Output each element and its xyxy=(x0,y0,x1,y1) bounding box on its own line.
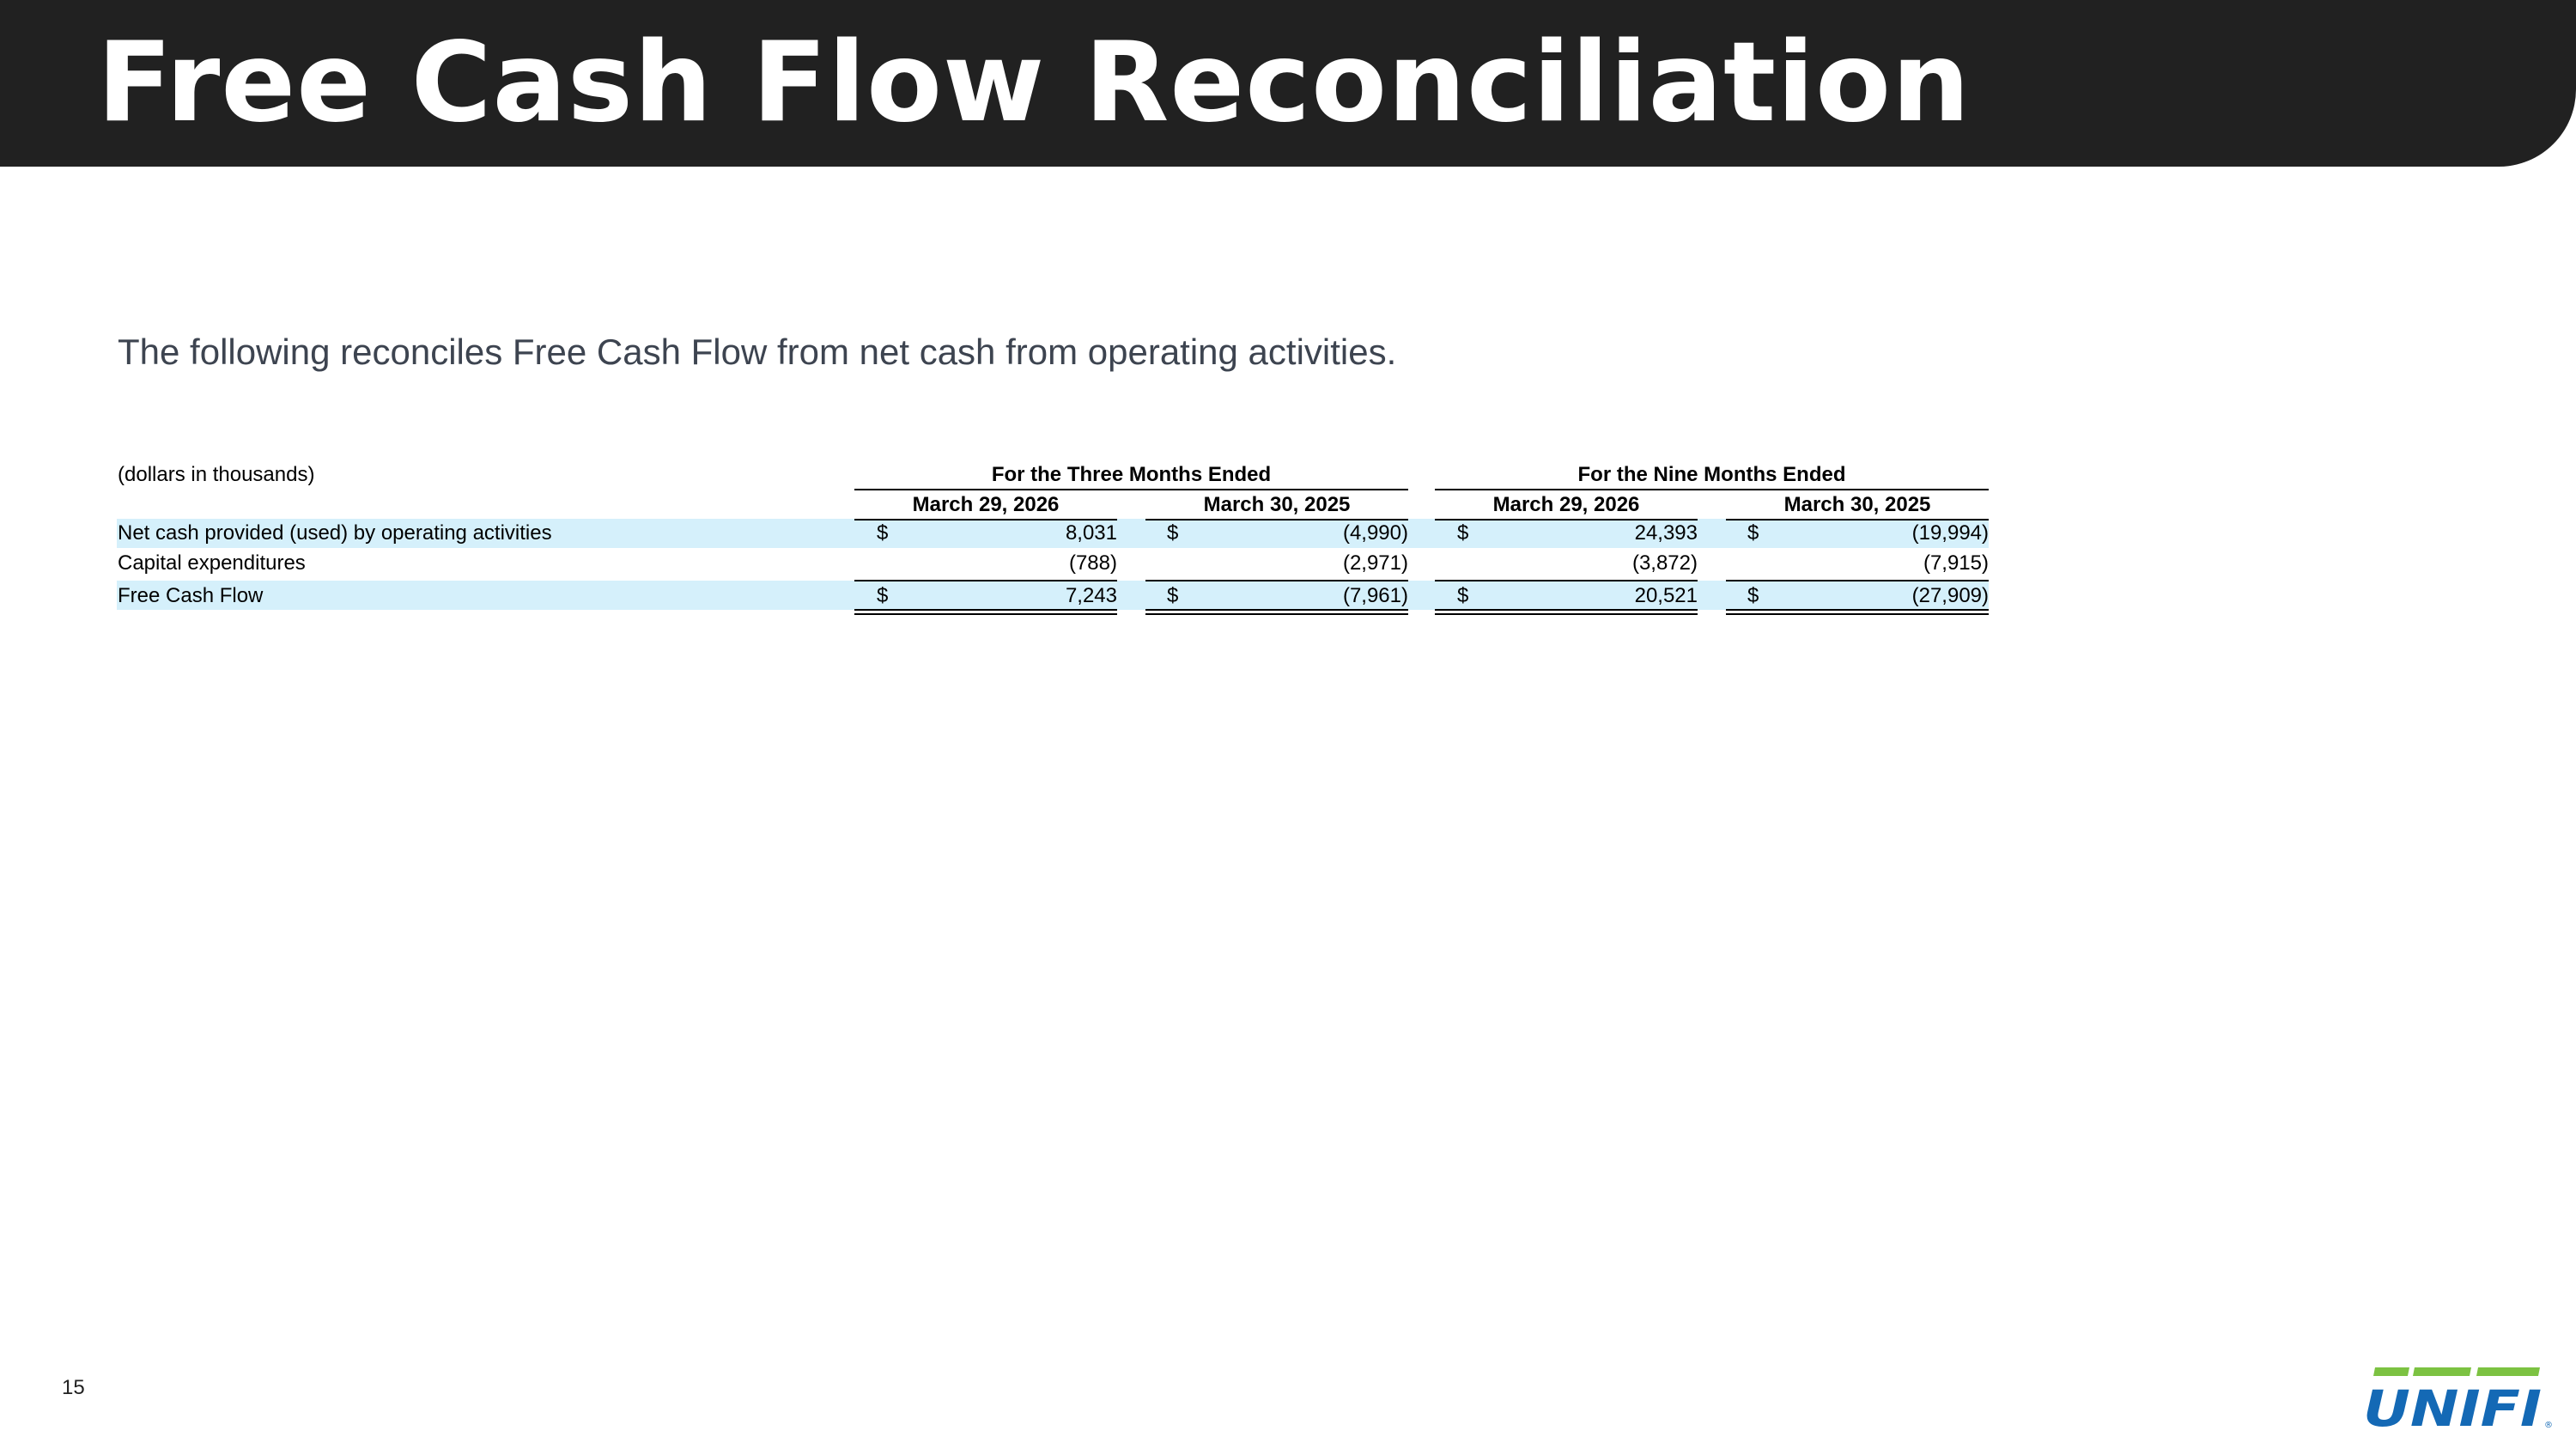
currency-symbol: $ xyxy=(1167,584,1179,607)
column-underline xyxy=(1435,519,1698,521)
unit-label: (dollars in thousands) xyxy=(118,463,315,486)
table-cell: (2,971) xyxy=(1342,551,1408,575)
table-cell: (7,961) xyxy=(1342,584,1408,607)
table-cell: (4,990) xyxy=(1342,521,1408,545)
column-header: March 30, 2025 xyxy=(1783,493,1931,516)
page-title: Free Cash Flow Reconciliation xyxy=(97,19,1971,147)
row-label: Capital expenditures xyxy=(118,551,306,575)
table-cell: 24,393 xyxy=(1634,521,1698,545)
total-double-underline xyxy=(1145,609,1408,615)
column-underline xyxy=(1726,519,1989,521)
table-cell: (19,994) xyxy=(1911,521,1989,545)
currency-symbol: $ xyxy=(1747,584,1759,607)
group-underline-three-months xyxy=(854,489,1408,490)
column-header: March 29, 2026 xyxy=(912,493,1060,516)
table-cell: 7,243 xyxy=(1065,584,1117,607)
column-header: March 29, 2026 xyxy=(1492,493,1640,516)
table-cell: (27,909) xyxy=(1911,584,1989,607)
group-underline-nine-months xyxy=(1435,489,1989,490)
group-header-nine-months: For the Nine Months Ended xyxy=(1577,463,1846,486)
column-underline xyxy=(1145,519,1408,521)
currency-symbol: $ xyxy=(877,521,889,545)
page-number: 15 xyxy=(62,1376,85,1399)
free-cash-flow-table: (dollars in thousands) For the Three Mon… xyxy=(117,462,1989,617)
unifi-logo: UNIFI ® xyxy=(2363,1367,2553,1431)
table-cell: 20,521 xyxy=(1634,584,1698,607)
logo-wordmark: UNIFI xyxy=(2363,1379,2542,1431)
currency-symbol: $ xyxy=(1457,584,1469,607)
currency-symbol: $ xyxy=(1457,521,1469,545)
logo-registered-mark: ® xyxy=(2544,1421,2553,1430)
table-cell: (3,872) xyxy=(1631,551,1698,575)
table-cell: (788) xyxy=(1068,551,1117,575)
row-highlight-operating-activities xyxy=(117,519,1989,548)
subtotal-line xyxy=(1435,580,1698,581)
subtotal-line xyxy=(854,580,1117,581)
currency-symbol: $ xyxy=(1747,521,1759,545)
total-double-underline xyxy=(854,609,1117,615)
subtotal-line xyxy=(1726,580,1989,581)
currency-symbol: $ xyxy=(1167,521,1179,545)
column-underline xyxy=(854,519,1117,521)
total-double-underline xyxy=(1726,609,1989,615)
row-label: Free Cash Flow xyxy=(118,584,264,607)
row-highlight-free-cash-flow xyxy=(117,581,1989,610)
subtotal-line xyxy=(1145,580,1408,581)
logo-accent-bars xyxy=(2373,1367,2540,1376)
currency-symbol: $ xyxy=(877,584,889,607)
row-label: Net cash provided (used) by operating ac… xyxy=(118,521,552,545)
column-header: March 30, 2025 xyxy=(1203,493,1351,516)
page-subtitle: The following reconciles Free Cash Flow … xyxy=(118,332,1397,372)
table-cell: 8,031 xyxy=(1065,521,1117,545)
total-double-underline xyxy=(1435,609,1698,615)
group-header-three-months: For the Three Months Ended xyxy=(991,463,1272,486)
table-cell: (7,915) xyxy=(1923,551,1989,575)
title-banner: Free Cash Flow Reconciliation xyxy=(0,0,2576,167)
